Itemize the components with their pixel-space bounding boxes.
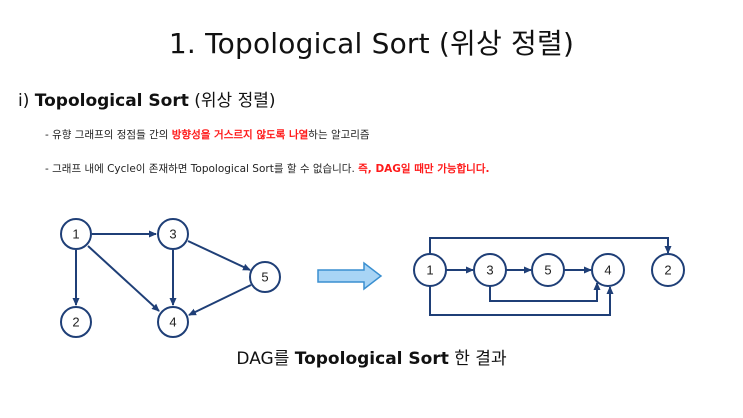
sorted-node-3: 3: [473, 253, 507, 287]
bullet-text: - 그래프 내에 Cycle이 존재하면 Topological Sort를 할…: [45, 163, 359, 175]
edge-1-2: [429, 237, 672, 255]
caption-text: DAG를: [236, 349, 295, 369]
svg-text:2: 2: [664, 263, 671, 278]
svg-text:1: 1: [72, 227, 79, 242]
edge-3-4: [489, 282, 601, 302]
sorted-dag: 1 3 5 4 2: [413, 237, 685, 316]
svg-text:3: 3: [486, 263, 493, 278]
section-heading: i) Topological Sort (위상 정렬): [18, 86, 276, 111]
bullet-highlight: 즉, DAG일 때만 가능합니다.: [358, 163, 490, 175]
diagram-caption: DAG를 Topological Sort 한 결과: [0, 344, 743, 369]
sorted-node-5: 5: [531, 253, 565, 287]
slide-title: 1. Topological Sort (위상 정렬): [168, 27, 575, 60]
svg-text:5: 5: [544, 263, 551, 278]
svg-text:3: 3: [169, 227, 176, 242]
svg-text:4: 4: [169, 315, 176, 330]
bullet-text: - 유향 그래프의 정점들 간의: [45, 129, 172, 141]
node-1: 1: [60, 218, 92, 250]
bullet-condition: - 그래프 내에 Cycle이 존재하면 Topological Sort를 할…: [45, 161, 490, 176]
section-prefix: i): [18, 91, 35, 111]
svg-text:4: 4: [604, 263, 611, 278]
svg-text:1: 1: [426, 263, 433, 278]
edge-5-4: [188, 284, 252, 316]
sorted-node-4: 4: [591, 253, 625, 287]
caption-text: 한 결과: [448, 349, 507, 369]
sorted-node-2: 2: [651, 253, 685, 287]
section-heading-ko: (위상 정렬): [188, 91, 276, 111]
node-3: 3: [157, 218, 189, 250]
caption-en: Topological Sort: [294, 349, 449, 369]
node-2: 2: [60, 306, 92, 338]
sorted-node-1: 1: [413, 253, 447, 287]
section-heading-en: Topological Sort: [34, 91, 189, 111]
right-arrow-icon: [317, 261, 383, 291]
svg-text:5: 5: [261, 270, 268, 285]
bullet-text: 하는 알고리즘: [308, 129, 370, 141]
svg-text:2: 2: [72, 315, 79, 330]
node-5: 5: [249, 261, 281, 293]
input-dag: 1 3 5 2 4: [60, 218, 281, 338]
edge-1-4: [87, 245, 160, 312]
bullet-definition: - 유향 그래프의 정점들 간의 방향성을 거스르지 않도록 나열하는 알고리즘: [45, 127, 370, 142]
bullet-highlight: 방향성을 거스르지 않도록 나열: [171, 129, 309, 141]
edge-1-4: [429, 286, 614, 316]
node-4: 4: [157, 306, 189, 338]
edge-3-5: [187, 240, 251, 271]
